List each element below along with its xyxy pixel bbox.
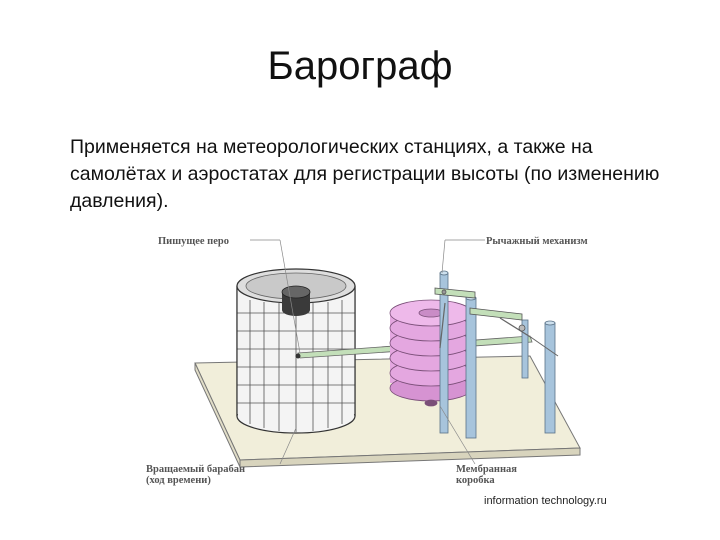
slide-title: Барограф [267,44,453,88]
label-pen: Пишущее перо [158,236,229,247]
label-rotating-drum: Вращаемый барабан (ход времени) [146,464,246,486]
lever-mechanism [434,287,559,357]
membrane-box [389,299,473,407]
image-source-credit: information technology.ru [484,495,607,507]
barograph-illustration [194,239,581,468]
slide-body-text: Применяется на метеорологических станция… [70,136,660,212]
label-membrane-box: Мембранная коробка [456,464,517,486]
label-lever-mechanism: Рычажный механизм [486,236,588,247]
